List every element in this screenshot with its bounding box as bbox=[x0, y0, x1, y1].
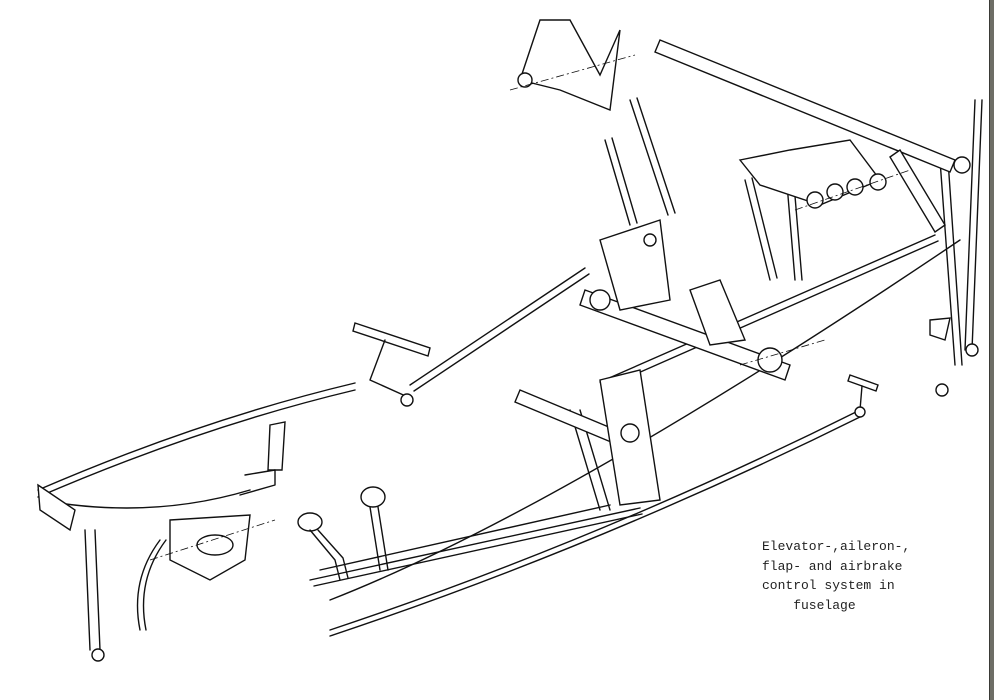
central-bellcranks bbox=[599, 219, 746, 506]
top-right-torque-tube bbox=[654, 39, 971, 174]
top-bellcrank-brackets bbox=[517, 19, 946, 234]
flap-airbrake-levers bbox=[297, 486, 389, 581]
lower-long-rod bbox=[329, 239, 961, 637]
diagram-caption: Elevator-,aileron-, flap- and airbrake c… bbox=[762, 537, 962, 615]
caption-line: flap- and airbrake bbox=[762, 558, 903, 574]
left-curved-push-rod bbox=[37, 382, 356, 509]
control-stick-assembly bbox=[37, 421, 286, 662]
main-torque-tube bbox=[514, 289, 791, 453]
caption-line: control system in bbox=[762, 578, 895, 593]
axis-centrelines bbox=[149, 54, 911, 561]
t-bar-fitting bbox=[352, 317, 979, 418]
window-frame-edge bbox=[989, 0, 994, 700]
caption-line: fuselage bbox=[762, 597, 856, 613]
diagonal-push-rods bbox=[309, 97, 983, 587]
caption-line: Elevator-,aileron-, bbox=[762, 539, 911, 554]
